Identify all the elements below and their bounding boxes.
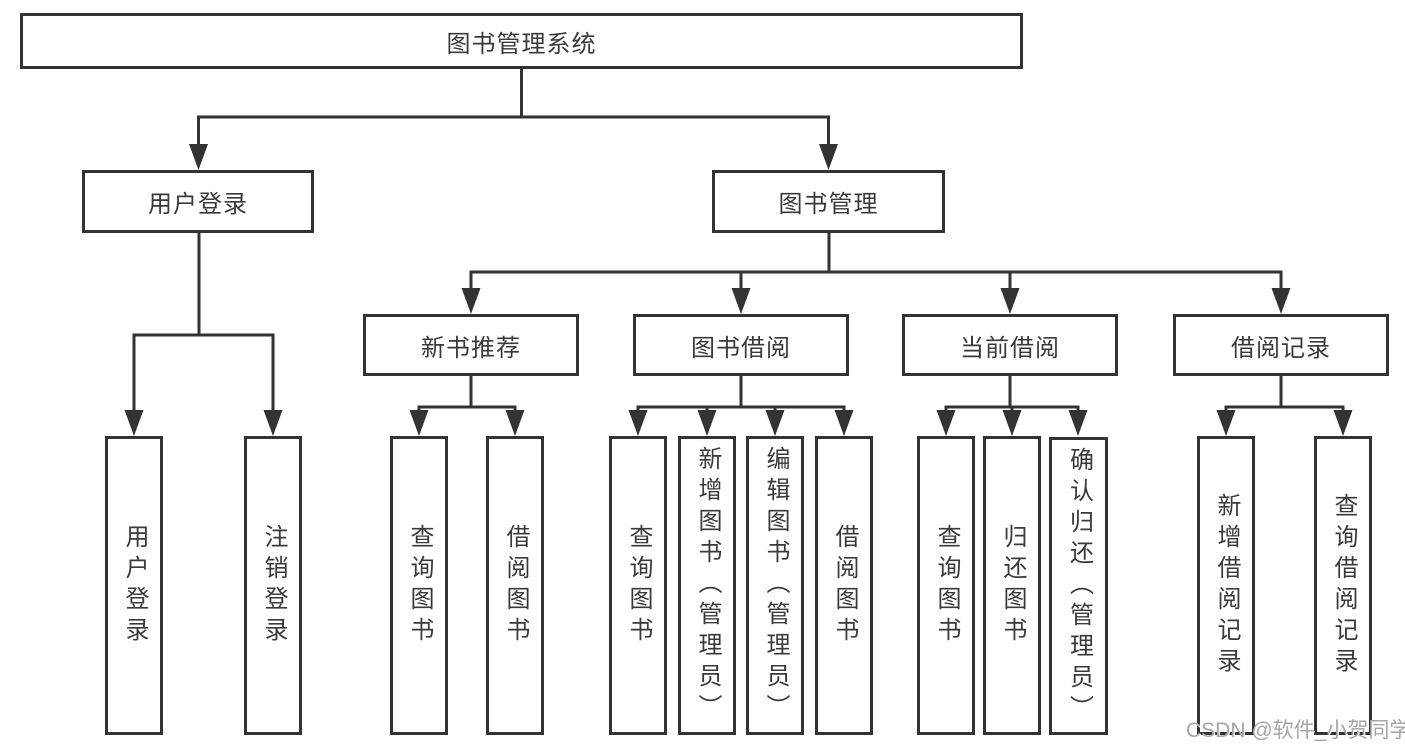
- connector-root-to-level2: [197, 69, 830, 152]
- node-leaf-query-borrow-record-label: 查询借阅记录: [1330, 492, 1357, 679]
- node-leaf-return-book: 归还图书: [983, 436, 1041, 735]
- node-leaf-query-books-current: 查询图书: [917, 436, 975, 735]
- node-user-login-label: 用户登录: [148, 191, 248, 218]
- connector-user-login-to-leaves: [132, 233, 275, 415]
- node-leaf-user-login-label: 用户登录: [121, 523, 148, 648]
- node-leaf-query-books-borrow: 查询图书: [609, 436, 667, 735]
- node-root: 图书管理系统: [20, 13, 1023, 69]
- node-leaf-borrow-books: 借阅图书: [815, 436, 873, 735]
- node-root-label: 图书管理系统: [446, 30, 597, 58]
- arrow-down-icons-book-borrow: [628, 410, 854, 436]
- node-leaf-borrow-books-recommend: 借阅图书: [486, 436, 544, 735]
- node-leaf-return-book-label: 归还图书: [999, 523, 1026, 648]
- node-book-borrow: 图书借阅: [633, 314, 849, 376]
- node-leaf-edit-book-admin: 编辑图书（管理员）: [746, 436, 804, 735]
- connector-borrow-records-to-leaves: [1224, 376, 1345, 418]
- node-leaf-logout: 注销登录: [244, 436, 302, 735]
- node-leaf-user-login: 用户登录: [105, 436, 163, 735]
- arrow-down-icons-borrow-records: [1216, 410, 1353, 436]
- node-leaf-borrow-books-label: 借阅图书: [831, 523, 858, 648]
- node-borrow-records-label: 借阅记录: [1231, 334, 1331, 362]
- node-book-borrow-label: 图书借阅: [691, 334, 791, 362]
- node-leaf-query-books-current-label: 查询图书: [933, 523, 960, 648]
- arrow-down-icons-level2: [189, 144, 838, 170]
- node-leaf-add-book-admin-label: 新增图书（管理员）: [694, 446, 721, 725]
- node-leaf-confirm-return-admin: 确认归还（管理员）: [1049, 437, 1108, 735]
- node-leaf-logout-label: 注销登录: [260, 523, 287, 648]
- node-new-book-recommend: 新书推荐: [363, 314, 579, 376]
- node-leaf-query-books-recommend: 查询图书: [390, 436, 448, 735]
- node-leaf-query-books-borrow-label: 查询图书: [625, 523, 652, 648]
- arrow-down-icons-user-login: [124, 410, 283, 436]
- arrow-down-icons-level3: [461, 288, 1291, 314]
- node-current-borrow-label: 当前借阅: [960, 334, 1060, 362]
- node-current-borrow: 当前借阅: [902, 314, 1118, 376]
- node-leaf-add-borrow-record: 新增借阅记录: [1197, 436, 1255, 735]
- node-leaf-add-borrow-record-label: 新增借阅记录: [1213, 492, 1240, 679]
- node-book-management: 图书管理: [712, 170, 945, 233]
- node-leaf-confirm-return-admin-label: 确认归还（管理员）: [1065, 446, 1093, 726]
- node-user-login: 用户登录: [82, 170, 314, 233]
- node-leaf-edit-book-admin-label: 编辑图书（管理员）: [762, 446, 789, 725]
- node-leaf-add-book-admin: 新增图书（管理员）: [678, 436, 736, 735]
- node-leaf-query-books-recommend-label: 查询图书: [406, 523, 433, 648]
- arrow-down-icons-current-borrow: [936, 410, 1088, 436]
- connector-book-mgmt-to-level3: [469, 233, 1283, 296]
- node-borrow-records: 借阅记录: [1173, 314, 1389, 376]
- arrow-down-icons-new-book: [409, 410, 525, 436]
- node-book-management-label: 图书管理: [778, 191, 879, 218]
- node-leaf-query-borrow-record: 查询借阅记录: [1314, 436, 1372, 735]
- connector-book-borrow-to-leaves: [636, 376, 846, 418]
- node-new-book-recommend-label: 新书推荐: [421, 334, 521, 362]
- node-leaf-borrow-books-recommend-label: 借阅图书: [502, 523, 529, 648]
- csdn-watermark: CSDN @软件_小贺同学: [1186, 719, 1405, 742]
- connector-new-book-to-leaves: [417, 376, 517, 418]
